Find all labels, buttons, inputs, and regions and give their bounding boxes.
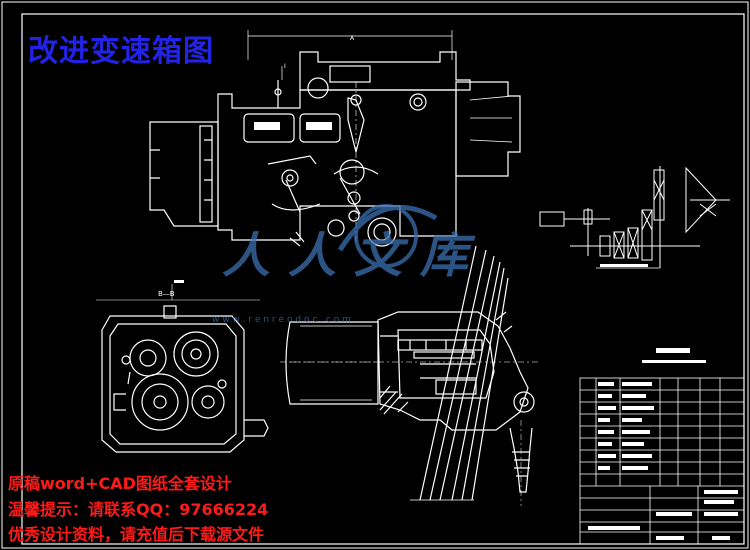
watermark-url: w w w . r e n r e n d o c . c o m xyxy=(212,315,351,325)
drawing-title: 改进变速箱图 xyxy=(28,34,214,69)
watermark-logo: 人人文库 w w w . r e n r e n d o c . c o m xyxy=(212,204,486,325)
mark-a: A xyxy=(350,35,355,42)
section-view-b xyxy=(96,284,269,453)
title-block xyxy=(174,264,745,545)
motor-gearbox-section xyxy=(280,245,540,506)
mark-i: I xyxy=(284,63,286,70)
note-line-3: 优秀设计资料，请充值后下载源文件 xyxy=(8,525,265,544)
note-line-2: 温馨提示：请联系QQ：97666224 xyxy=(8,500,269,519)
watermark-text: 人人文库 xyxy=(222,228,486,284)
sheet-inner-border xyxy=(21,13,745,545)
note-line-1: 原稿word+CAD图纸全套设计 xyxy=(8,474,232,493)
front-view-housing xyxy=(149,30,521,247)
kinematic-schematic xyxy=(539,166,730,269)
section-label: B—B xyxy=(158,290,175,298)
